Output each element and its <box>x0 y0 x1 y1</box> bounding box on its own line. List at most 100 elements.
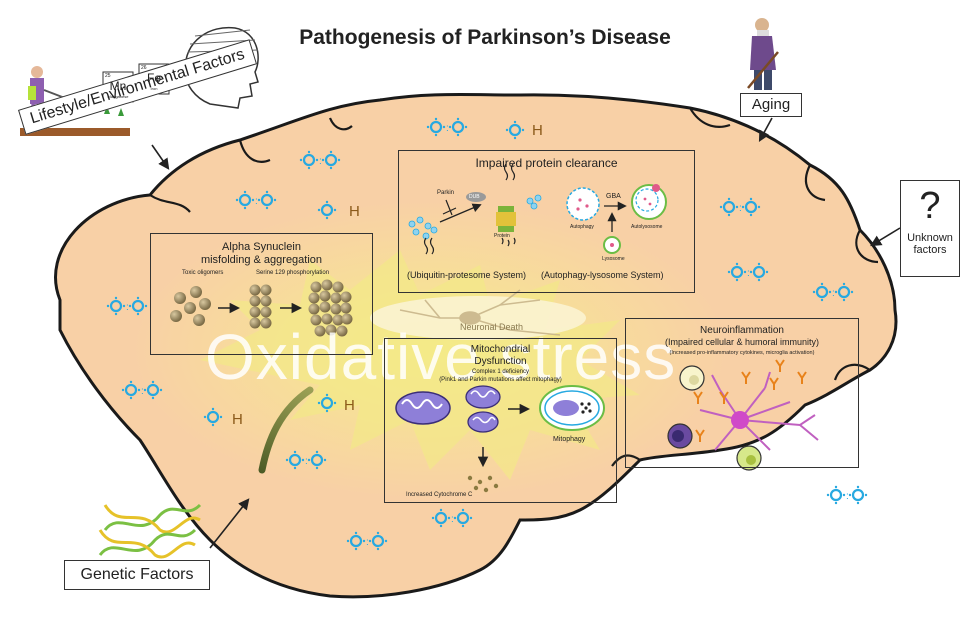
radical-molecule: : <box>812 282 854 302</box>
microglia-body <box>731 411 749 429</box>
radical-molecule: : <box>346 531 388 551</box>
gba-label: GBA <box>606 193 621 200</box>
mn-name: Manganese <box>107 94 129 99</box>
alpha-oligomers <box>170 286 211 326</box>
mito-title-1: Mitochondrial <box>470 344 531 355</box>
genetic-label: Genetic Factors <box>64 560 210 590</box>
ups-arrow <box>439 203 482 223</box>
peptide-squiggles <box>423 163 516 255</box>
question-mark: ? <box>919 185 941 227</box>
autolysosome-label: Autolysosome <box>631 224 663 230</box>
protein-clearance-panel <box>398 150 695 293</box>
als-label: (Autophagy-lysosome System) <box>541 270 664 280</box>
page-title: Pathogenesis of Parkinson’s Disease <box>299 26 671 49</box>
svg-text::: : <box>366 537 369 548</box>
svg-text::: : <box>846 491 849 502</box>
aging-label: Aging <box>740 93 802 117</box>
h-atom-1: H <box>532 122 543 139</box>
proteasome-icon <box>496 206 516 232</box>
radical-molecule: : <box>121 380 163 400</box>
protein-label: Protein <box>494 233 510 239</box>
alpha-chain <box>249 284 272 329</box>
neuro-title-1: Neuroinflammation <box>700 325 784 336</box>
mitophagy-label: Mitophagy <box>553 436 586 443</box>
neuron-icon <box>399 289 561 336</box>
svg-text::: : <box>747 268 750 279</box>
fe-name: Iron <box>150 86 158 91</box>
autolysosome-icon <box>631 184 667 220</box>
svg-text::: : <box>446 123 449 134</box>
unknown-factors-box: ? Unknown factors <box>900 180 960 277</box>
ubiquitin-cluster <box>408 194 542 240</box>
svg-text::: : <box>739 203 742 214</box>
svg-text::: : <box>451 514 454 525</box>
dub-label: DUB <box>469 194 480 200</box>
mito-sub-2: (Pink1 and Parkin mutations affect mitop… <box>439 377 562 383</box>
alpha-sub-1: Toxic oligomers <box>182 270 224 276</box>
alpha-aggregate <box>308 279 353 337</box>
alpha-synuclein-panel <box>150 233 373 355</box>
svg-text::: : <box>305 456 308 467</box>
alpha-sub-2: Serine 129 phosphorylation <box>256 270 330 276</box>
free-radicals: :::::::::::: <box>106 117 868 551</box>
radical-molecule: : <box>826 485 868 505</box>
mitochondrial-panel <box>384 338 617 503</box>
neuroinflammation-panel <box>625 318 859 468</box>
radical-molecule: : <box>431 508 473 528</box>
autophagy-label: Autophagy <box>570 224 594 230</box>
svg-text::: : <box>141 386 144 397</box>
radical-molecule: : <box>727 262 769 282</box>
mn-number: 25 <box>105 73 111 79</box>
parkin-inhibit <box>442 199 457 216</box>
radical-molecule: : <box>106 296 148 316</box>
aging-arrow <box>758 117 773 142</box>
dub-icon <box>466 192 486 202</box>
unknown-line1: Unknown <box>907 232 953 244</box>
old-man-icon <box>747 18 779 90</box>
mito-sub-1: Complex 1 deficiency <box>471 369 530 375</box>
neuro-title-2: (Impaired cellular & humoral immunity) <box>664 337 820 347</box>
lysosome-label: Lysosome <box>602 256 625 262</box>
svg-text::: : <box>832 288 835 299</box>
radical-molecule <box>317 393 337 413</box>
svg-text::: : <box>255 196 258 207</box>
ups-label: (Ubiquitin-protesome System) <box>407 270 527 280</box>
h-atom-2: H <box>349 203 360 220</box>
protein-title: Impaired protein clearance <box>475 156 618 170</box>
fe-number: 26 <box>141 65 147 71</box>
radical-molecule: : <box>235 190 277 210</box>
svg-text::: : <box>319 156 322 167</box>
cytochrome-label: Increased Cytochrome C <box>406 492 473 498</box>
mitochondrion-split-icon <box>465 385 501 433</box>
svg-text::: : <box>126 302 129 313</box>
mitophagy-icon <box>539 385 605 431</box>
autophagosome-icon <box>566 187 600 221</box>
aging-text: Aging <box>751 96 791 113</box>
radical-molecule <box>203 407 223 427</box>
oxidative-stress-watermark: Oxidative stress <box>205 321 677 393</box>
alpha-title-2: misfolding & aggregation <box>200 254 323 266</box>
radical-molecule: : <box>299 150 341 170</box>
mito-title-2: Dysfunction <box>474 356 527 367</box>
radical-molecule: : <box>719 197 761 217</box>
h-atom-3: H <box>232 411 243 428</box>
unknown-arrow <box>870 227 901 247</box>
cytochrome-dots <box>467 475 499 493</box>
alpha-title-1: Alpha Synuclein <box>222 241 301 253</box>
parkin-label: Parkin <box>437 190 455 196</box>
genetic-text: Genetic Factors <box>80 566 194 583</box>
mitochondrion-icon <box>395 391 451 425</box>
lysosome-icon <box>603 236 621 254</box>
microglia-icon <box>699 371 819 451</box>
fe-symbol: Fe <box>146 71 161 85</box>
genetic-arrow <box>209 498 250 549</box>
h-atom-4: H <box>344 397 355 414</box>
unknown-line2: factors <box>913 244 947 256</box>
radical-molecule: : <box>426 117 468 137</box>
neuro-sub: (Increased pro-inflammatory cytokines, m… <box>669 350 815 356</box>
dna-icon <box>98 503 202 559</box>
immune-cells <box>667 365 762 471</box>
antibody-icons <box>693 359 807 442</box>
neuronal-death-label: Neuronal Death <box>460 322 524 332</box>
